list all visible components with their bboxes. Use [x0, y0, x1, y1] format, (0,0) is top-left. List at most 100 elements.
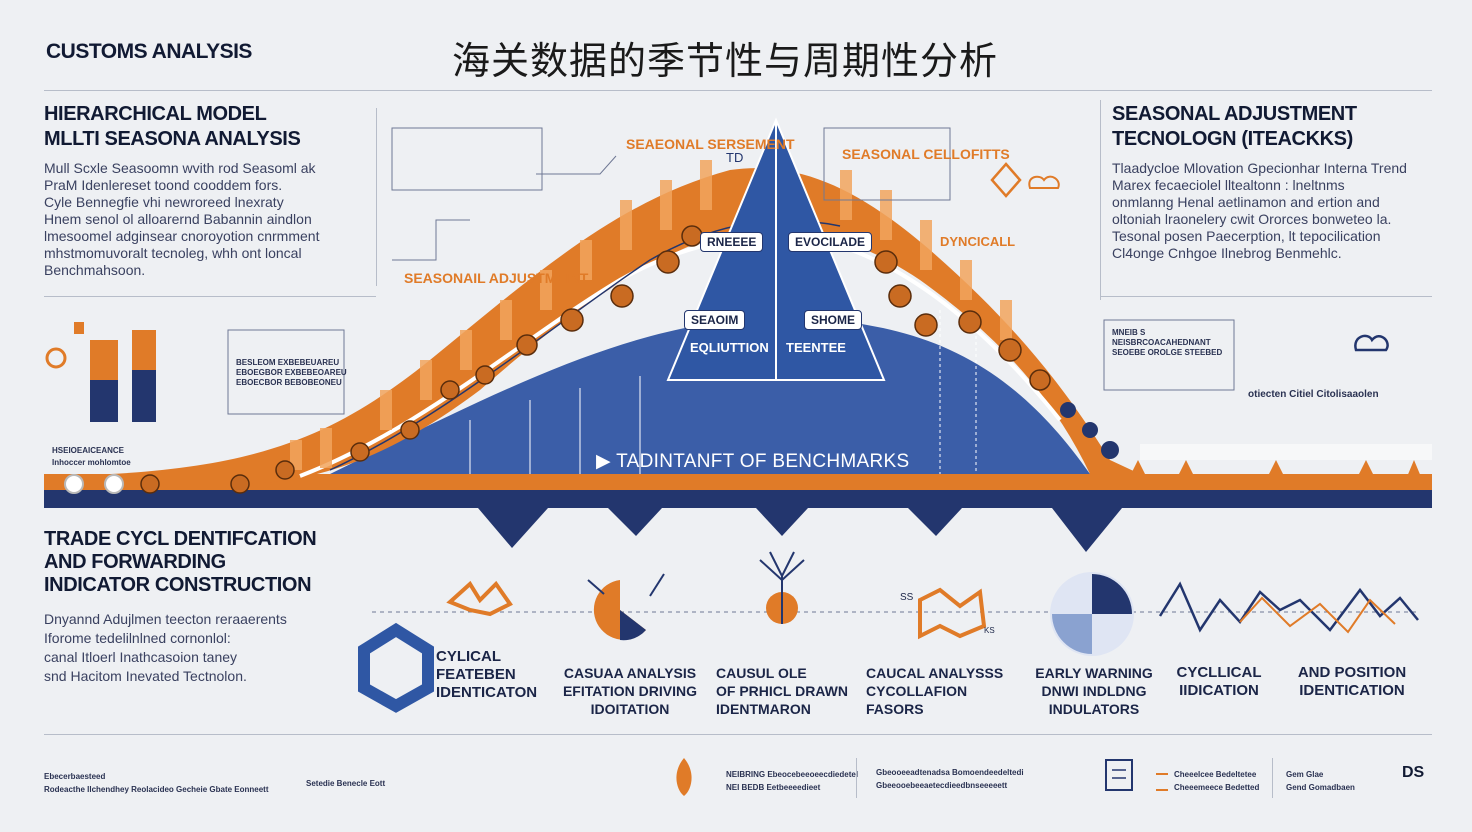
left-divider	[376, 108, 377, 286]
right-top-body: Tlaadycloe Mlovation Gpecionhar Interna …	[1112, 160, 1442, 262]
cycle-line-icon	[1158, 581, 1419, 633]
footer-col1-line: Ebecerbaesteed	[44, 772, 106, 781]
callout-seasonal-adjustment: SEASONAIL ADJUSTMEINT	[404, 270, 589, 286]
left-top-body-line: lmesoomel adginsear cnoroyotion cnrmment	[44, 228, 320, 244]
right-top-heading-line2: TECNOLOGN (ITEACKKS)	[1112, 128, 1353, 150]
label-evolution: EQLIUTTION	[690, 340, 769, 355]
left-top-body-line: Mull Scxle Seasoomn wvith rod Seasoml ak	[44, 160, 316, 176]
item-label-causul: CAUSUL OLE OF PRHICL DRAWN IDENTMARON	[716, 665, 848, 717]
right-band-strip	[1140, 444, 1432, 460]
left-top-body-line: Cyle Bennegfie vhi newroreed lnexraty	[44, 194, 284, 210]
pie-pointer	[649, 573, 665, 597]
right-top-body-line: Marex fecaeciolel lltealtonn : lneltnms	[1112, 177, 1345, 193]
callout-box-coefficients	[823, 127, 951, 201]
wave-stacks	[290, 160, 1012, 470]
radar-icon-wedge	[1092, 574, 1132, 614]
diamond-icon	[990, 162, 1022, 198]
right-top-body-line: Tesonal posen Paecerption, lt tepocilica…	[1112, 228, 1381, 244]
item-label-casual-analysis: CASUAA ANALYSIS EFITATION DRIVING IDOITA…	[562, 665, 698, 717]
right-top-body-line: Cl4onge Cnhgoe Ilnebrog Benmehlc.	[1112, 245, 1342, 261]
header-divider	[44, 90, 1432, 91]
footer-col3-line: NEI BEDB Eetbeeeedieet	[726, 783, 821, 792]
small-ks: KS	[984, 626, 995, 635]
left-band-sub: Inhoccer mohlomtoe	[52, 458, 131, 467]
left-mid-body: Dnyannd Adujlmen teecton reraaerents Ifo…	[44, 610, 344, 686]
footer-col6-line: Gend Gomadbaen	[1286, 783, 1355, 792]
pie-pointer	[587, 579, 605, 595]
footer-logo: DS	[1402, 764, 1425, 781]
right-top-heading-line1: SEASONAL ADJUSTMENT	[1112, 103, 1357, 125]
callout-leader	[536, 155, 617, 175]
callout-seasonal-coefficients: SEASONAL CELLOFITTS	[842, 146, 1010, 162]
callout-to: TD	[726, 150, 744, 165]
left-top-body: Mull Scxle Seasoomn wvith rod Seasoml ak…	[44, 160, 374, 279]
left-top-body-line: Benchmahsoon.	[44, 262, 146, 278]
small-ss: SS	[900, 592, 914, 603]
burst-icon	[759, 551, 805, 582]
radar-icon-wedge2	[1052, 614, 1092, 654]
callout-leader	[392, 219, 470, 261]
callout-box-right-mid	[1103, 319, 1235, 391]
left-band-label: HSEIOEAICEANCE	[52, 446, 125, 455]
footer-divider-v	[856, 758, 857, 798]
right-top-body-line: onmlanng Henal aetlinamon and ertion and	[1112, 194, 1380, 210]
item-label-position: AND POSITION IDENTICATION	[1297, 664, 1407, 699]
coin-markers	[140, 225, 1051, 494]
footer-col1: Ebecerbaesteed Rodeacthe Ilchendhey Reol…	[44, 770, 269, 796]
footer-col4-line: Gbeooeeadtenadsa Bomoendeedeltedi	[876, 768, 1024, 777]
header-left-title: CUSTOMS ANALYSIS	[46, 40, 252, 63]
pill-shome: SHOME	[804, 310, 863, 330]
white-coin-markers	[64, 474, 124, 494]
left-top-heading-line1: HIERARCHICAL MODEL	[44, 103, 267, 125]
right-top-heading: SEASONAL ADJUSTMENT TECNOLOGN (ITEACKKS)	[1112, 102, 1357, 152]
left-mid-heading-line3: INDICATOR CONSTRUCTION	[44, 574, 312, 596]
right-mini-box: MNEIB S NEISBRCOACAHEDNANT SEOEBE OROLGE…	[1112, 328, 1223, 357]
left-mid-heading-line1: TRADE CYCL DENTIFCATION	[44, 528, 317, 550]
footer-col4: Gbeooeeadtenadsa Bomoendeedeltedi Gbeeoo…	[876, 766, 1024, 792]
left-stack-columns	[45, 322, 156, 422]
item-label-cylical: CYLICAL FEATEBEN IDENTICATON	[436, 648, 538, 701]
gear-network-icon	[918, 587, 987, 640]
item-label-caucal: CAUCAL ANALYSSS CYCOLLAFION FASORS	[866, 665, 1004, 717]
footer-col5-line: Cheeemeece Bedetted	[1174, 783, 1260, 792]
navy-balls	[1060, 402, 1119, 459]
left-mid-body-line: Dnyannd Adujlmen teecton reraaerents	[44, 611, 287, 627]
pill-remee: RNEEEE	[700, 232, 764, 252]
pill-evolution: EVOCILADE	[788, 232, 873, 252]
left-top-body-line: mhstmomuvoralt tecnoleg, whh ont loncal	[44, 245, 302, 261]
cloud-icon	[1028, 175, 1060, 189]
center-banner-text: TADINTANFT OF BENCHMARKS	[616, 451, 910, 472]
flame-icon	[676, 758, 692, 796]
left-mid-body-line: Iforome tedelilnlned cornonlol:	[44, 630, 231, 646]
left-mid-body-line: snd Hacitom Inevated Tectnolon.	[44, 668, 247, 684]
left-top-heading-line2: MLLTI SEASONA ANALYSIS	[44, 128, 301, 150]
item-label-cyclical: CYCLLICAL IIDICATION	[1176, 664, 1262, 699]
callout-box-top-left	[391, 127, 543, 191]
footer-col6-line: Gem Glae	[1286, 770, 1324, 779]
center-banner: ▶ TADINTANFT OF BENCHMARKS	[596, 451, 910, 472]
left-mid-body-line: canal Itloerl Inathcasoion taney	[44, 649, 238, 665]
band-triangle-icons	[1126, 460, 1424, 484]
right-top-body-line: oltoniah lraonelery cwit Ororces bonwete…	[1112, 211, 1392, 227]
callout-seasonal-sentiment: SEAEONAL SERSEMENT	[626, 136, 795, 152]
callout-box-left-mid	[227, 329, 345, 415]
footer-divider	[44, 734, 1432, 735]
footer-col3-line: NEIBRING Ebeocebeeoeecdiedetel	[726, 770, 859, 779]
cycle-line-icon-orange	[1239, 596, 1396, 634]
document-icon	[1105, 759, 1133, 791]
item-label-early-warning: EARLY WARNING DNWI INDLDNG INDULATORS	[1035, 665, 1153, 717]
right-top-underline	[1100, 296, 1432, 297]
footer-col1-line: Rodeacthe Ilchendhey Reolacideo Gecheie …	[44, 785, 269, 794]
right-top-body-line: Tlaadycloe Mlovation Gpecionhar Interna …	[1112, 160, 1407, 176]
left-top-underline	[44, 296, 376, 297]
hexagon-ring-icon	[358, 622, 434, 713]
pie-icon-navy	[620, 610, 646, 641]
left-top-heading: HIERARCHICAL MODEL MLLTI SEASONA ANALYSI…	[44, 102, 301, 152]
band-down-arrows	[478, 508, 1122, 552]
cloud-icon-navy	[1354, 334, 1389, 352]
footer-col2: Setedie Benecle Eott	[306, 779, 386, 788]
right-divider	[1100, 100, 1101, 300]
right-caption: otiecten Citiel Citolisaaolen	[1248, 389, 1379, 400]
footer-col6: Gem Glae Gend Gomadbaen	[1286, 768, 1355, 794]
base-band-navy	[44, 490, 1432, 508]
